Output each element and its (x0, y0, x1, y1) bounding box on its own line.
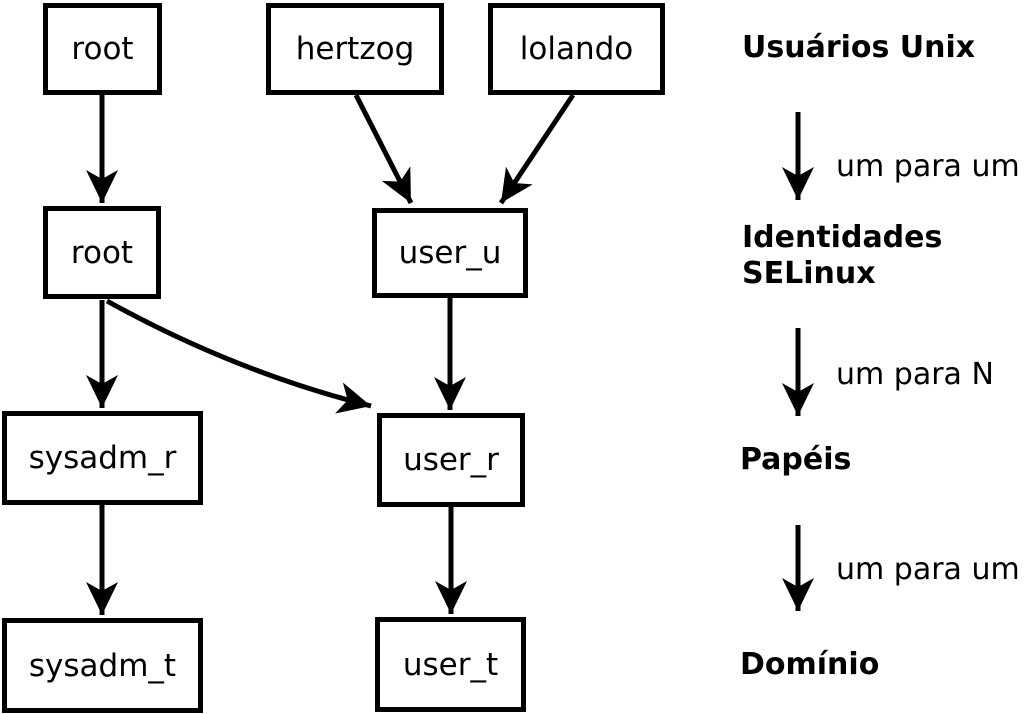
legend-unix-users-heading: Usuários Unix (742, 30, 976, 65)
node-role-user-r: user_r (377, 413, 525, 507)
legend-domain-heading: Domínio (740, 647, 880, 682)
node-selinux-root: root (43, 206, 161, 299)
legend-rel-identity-to-roles: um para N (836, 357, 994, 392)
legend-identities-heading: Identidades SELinux (742, 220, 942, 292)
arrow-hertzog-to-user-u (353, 93, 414, 205)
legend-identities-line1: Identidades (742, 220, 943, 255)
node-role-sysadm-r: sysadm_r (2, 411, 203, 505)
node-unix-lolando: lolando (488, 3, 665, 95)
arrow-selinux-root-to-user-r (105, 298, 372, 414)
node-domain-sysadm-t: sysadm_t (2, 618, 203, 713)
legend-rel-roles-to-domain: um para um (836, 552, 1020, 587)
node-domain-user-t: user_t (375, 617, 526, 712)
arrow-lolando-to-user-u (498, 93, 576, 205)
node-selinux-user-u: user_u (372, 208, 528, 298)
legend-identities-line2: SELinux (742, 256, 876, 291)
node-unix-hertzog: hertzog (266, 3, 444, 95)
legend-rel-unix-to-identity: um para um (836, 149, 1020, 184)
legend-roles-heading: Papéis (740, 442, 852, 477)
node-unix-root: root (43, 3, 162, 95)
